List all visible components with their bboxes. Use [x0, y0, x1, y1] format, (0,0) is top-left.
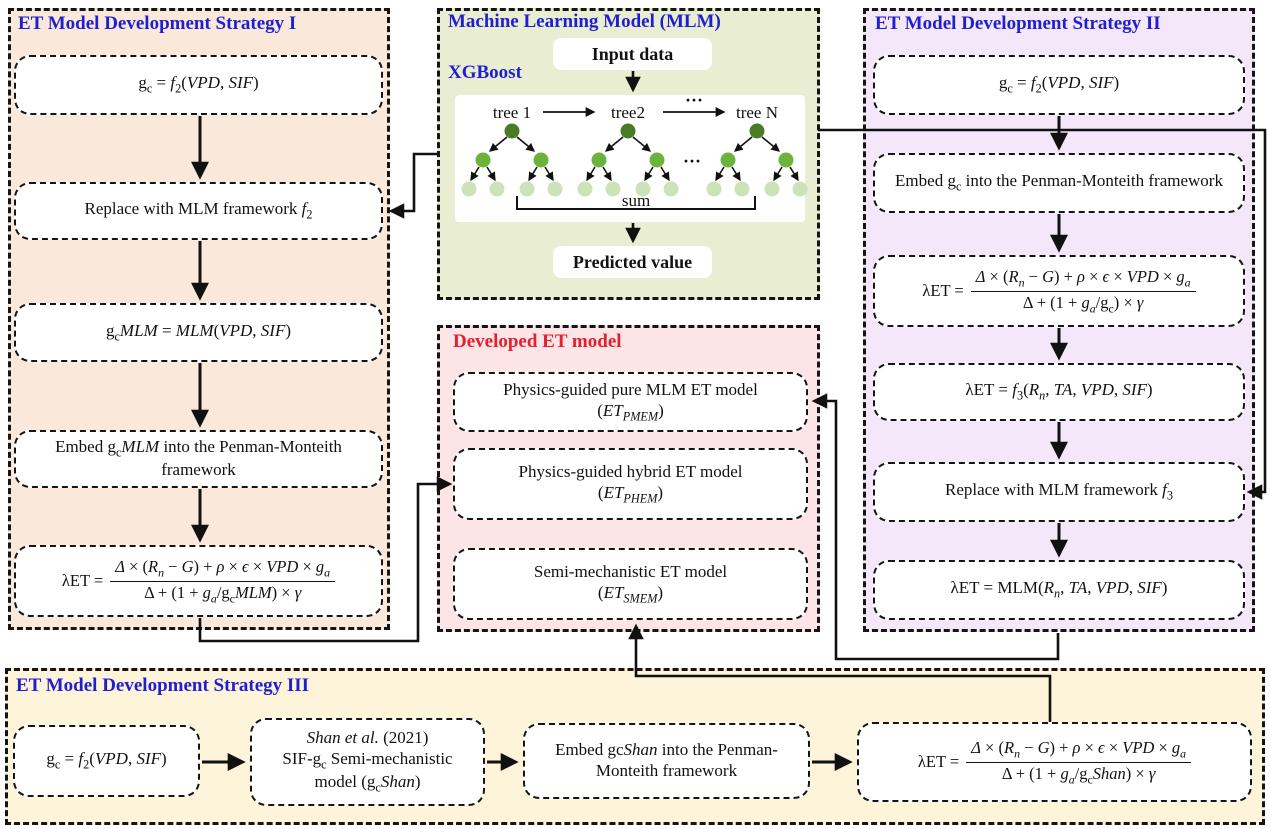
strategy1-step-gcmlm: gcMLM = MLM(VPD, SIF): [14, 303, 383, 362]
strategy3-et-equation: λET = Δ × (Rn − G) + ρ × ϵ × VPD × ga Δ …: [857, 722, 1252, 802]
mlm-predicted-value-box: Predicted value: [553, 246, 712, 278]
xgboost-label: XGBoost: [448, 62, 522, 83]
mlm-tree-diagram-canvas: [455, 95, 805, 222]
equation-fraction: Δ × (Rn − G) + ρ × ϵ × VPD × ga Δ + (1 +…: [970, 267, 1196, 316]
developed-model-smem: Semi-mechanistic ET model (ETSMEM): [453, 548, 808, 620]
strategy1-title: ET Model Development Strategy I: [18, 13, 297, 34]
connector-mlm-to-strategy1: [388, 152, 437, 219]
equation-lhs: λET =: [917, 751, 960, 771]
strategy3-step-gc-function: gc = f2(VPD, SIF): [13, 725, 200, 797]
strategy2-title: ET Model Development Strategy II: [875, 13, 1161, 34]
strategy1-step-embed: Embed gcMLM into the Penman-Monteith fra…: [14, 430, 383, 488]
strategy3-step-shan-model: Shan et al. (2021) SIF-gc Semi-mechanist…: [250, 718, 485, 806]
strategy2-et-equation: λET = Δ × (Rn − G) + ρ × ϵ × VPD × ga Δ …: [873, 255, 1245, 327]
mlm-title: Machine Learning Model (MLM): [448, 11, 721, 32]
equation-fraction: Δ × (Rn − G) + ρ × ϵ × VPD × ga Δ + (1 +…: [110, 557, 336, 606]
strategy3-title: ET Model Development Strategy III: [16, 675, 310, 696]
strategy3-step-embed: Embed gcShan into the Penman-Monteith fr…: [523, 723, 810, 799]
strategy2-step-gc-function: gc = f2(VPD, SIF): [873, 55, 1245, 115]
equation-lhs: λET =: [922, 280, 964, 300]
strategy2-step-mlm-output: λET = MLM(Rn, TA, VPD, SIF): [873, 560, 1245, 620]
strategy2-step-embed: Embed gc into the Penman-Monteith framew…: [873, 153, 1245, 213]
developed-model-phem: Physics-guided hybrid ET model (ETPHEM): [453, 448, 808, 520]
strategy1-et-equation: λET = Δ × (Rn − G) + ρ × ϵ × VPD × ga Δ …: [14, 545, 383, 617]
mlm-input-data-box: Input data: [553, 38, 712, 70]
developed-title: Developed ET model: [453, 331, 622, 352]
strategy2-step-f3-function: λET = f3(Rn, TA, VPD, SIF): [873, 363, 1245, 421]
equation-lhs: λET =: [61, 570, 104, 590]
strategy1-step-replace-mlm: Replace with MLM framework f2: [14, 182, 383, 240]
developed-model-pmem: Physics-guided pure MLM ET model (ETPMEM…: [453, 372, 808, 432]
strategy1-step-gc-function: gc = f2(VPD, SIF): [14, 55, 383, 115]
strategy2-step-replace-mlm: Replace with MLM framework f3: [873, 462, 1245, 522]
equation-fraction: Δ × (Rn − G) + ρ × ϵ × VPD × ga Δ + (1 +…: [966, 738, 1192, 787]
